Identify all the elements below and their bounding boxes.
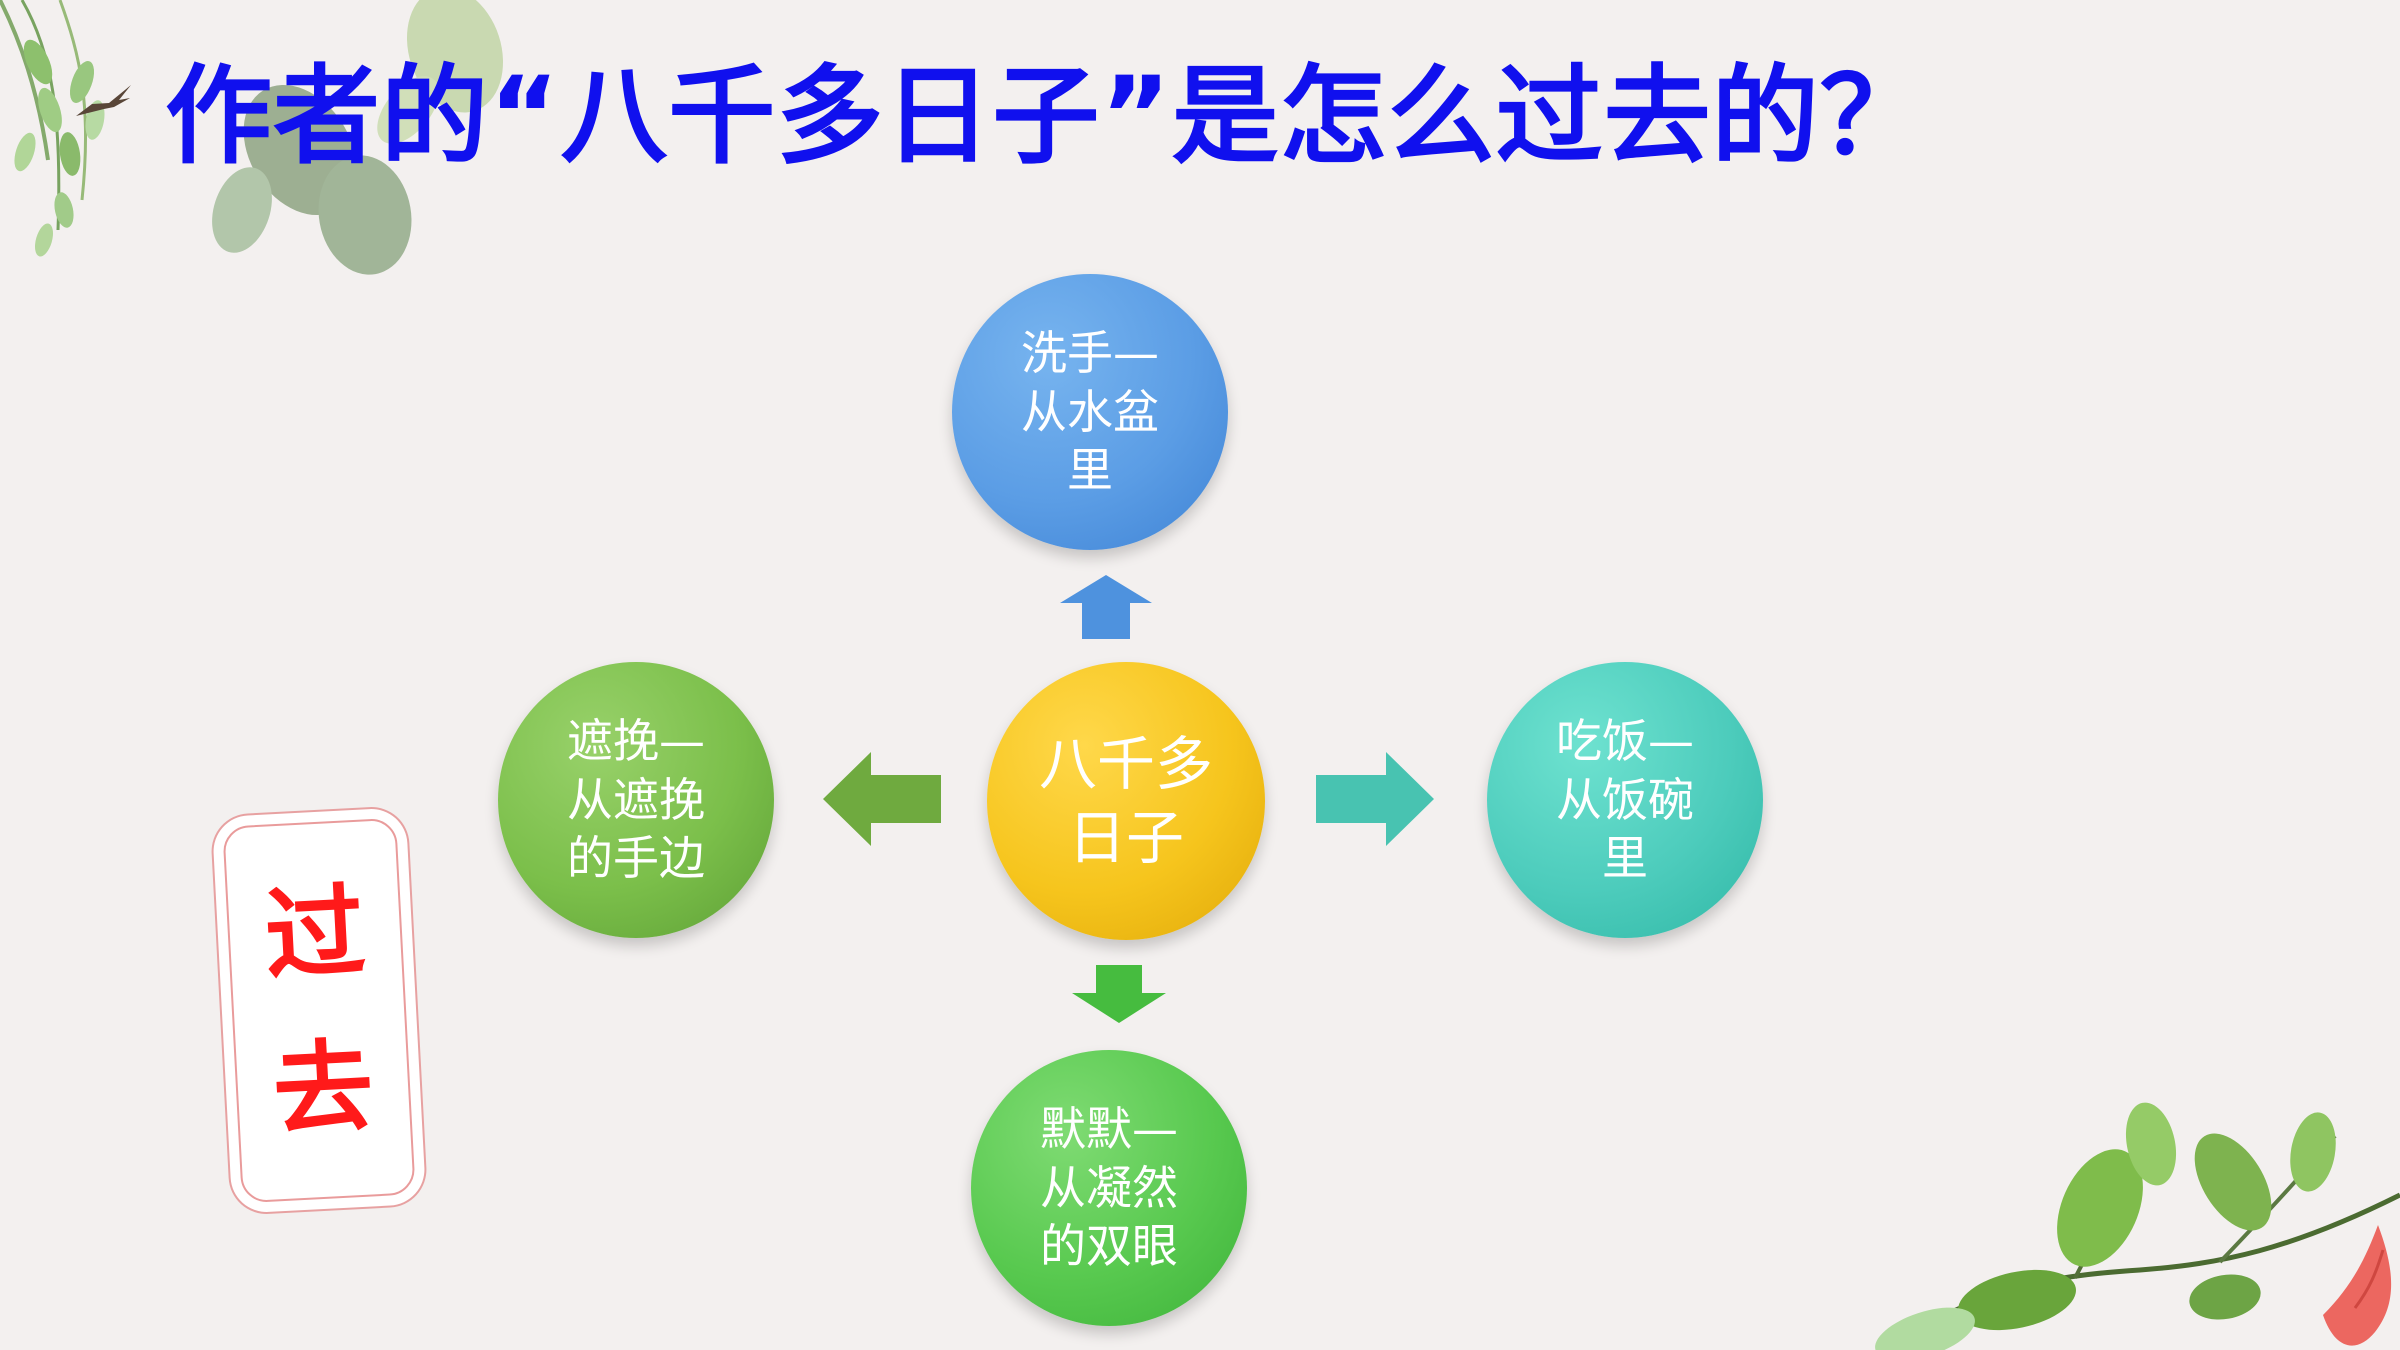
page-title: 作者的“八千多日子”是怎么过去的？ [165,55,1928,179]
node-left-cover: 遮挽— 从遮挽 的手边 [498,662,774,938]
side-label-card: 过 去 [222,817,416,1204]
node-bottom-silent: 默默— 从凝然 的双眼 [971,1050,1247,1326]
node-right-label: 吃饭— 从饭碗 里 [1556,713,1694,886]
swallow-icon [76,85,131,116]
node-left-label: 遮挽— 从遮挽 的手边 [567,713,705,886]
node-top-label: 洗手— 从水盆 里 [1021,325,1159,498]
arrow-down-icon [1072,965,1166,1023]
leaf-branch-icon [1875,1102,2400,1350]
node-top-wash-hands: 洗手— 从水盆 里 [952,274,1228,550]
node-bottom-label: 默默— 从凝然 的双眼 [1040,1101,1178,1274]
node-center-days: 八千多 日子 [987,662,1265,940]
arrow-left-icon [823,752,941,846]
arrow-right-icon [1316,752,1434,846]
node-center-label: 八千多 日子 [1038,729,1213,872]
side-label-char-2: 去 [270,1026,377,1149]
side-label-text: 过 去 [224,820,413,1201]
node-right-eat: 吃饭— 从饭碗 里 [1487,662,1763,938]
arrow-up-icon [1060,575,1152,639]
side-label-char-1: 过 [261,872,368,995]
